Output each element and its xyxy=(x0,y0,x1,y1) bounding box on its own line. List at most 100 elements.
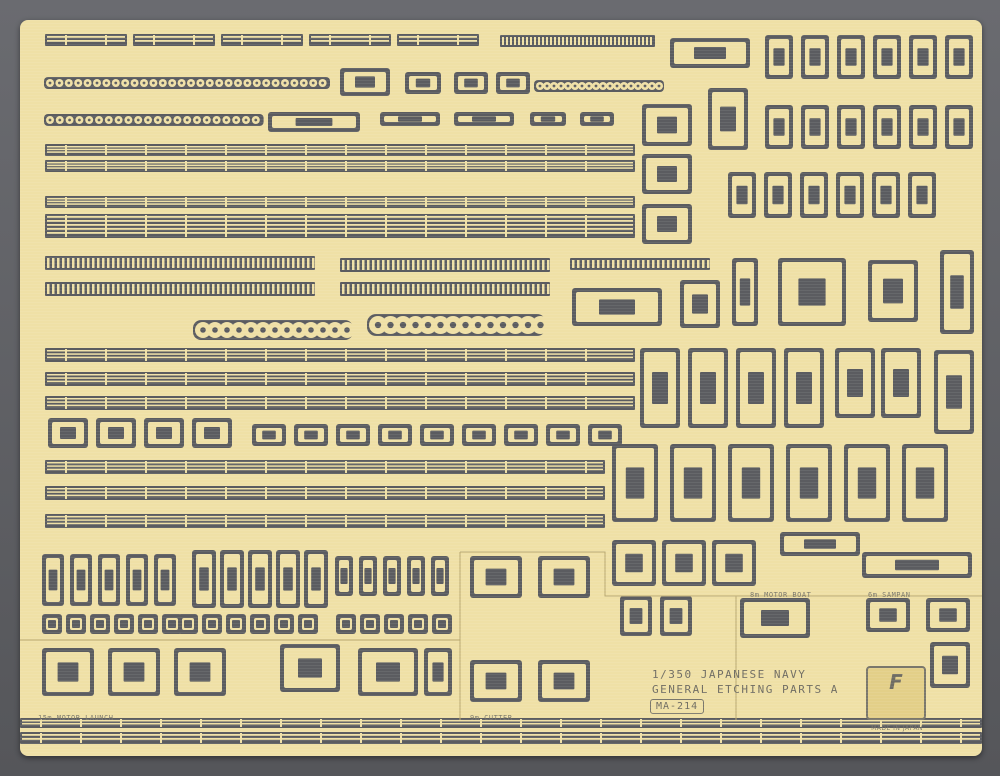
tri-part xyxy=(680,280,720,328)
small-block xyxy=(192,418,232,448)
bracket-part xyxy=(844,444,890,522)
lower-tab xyxy=(336,614,356,634)
brand-logo: F MADE IN JAPAN xyxy=(866,666,926,732)
rail-bottom-2 xyxy=(20,732,982,744)
hook-part xyxy=(765,105,793,149)
hook-part xyxy=(837,105,865,149)
bracket-part xyxy=(902,444,948,522)
sheet-code: MA-214 xyxy=(650,699,705,714)
cradle-part xyxy=(640,348,680,428)
rail-long-1 xyxy=(45,144,635,156)
boat-frame xyxy=(174,648,226,696)
oval-part xyxy=(42,554,64,606)
hook-part xyxy=(872,172,900,218)
wheel-chain xyxy=(193,320,355,340)
lower-tab xyxy=(66,614,86,634)
small-block xyxy=(588,424,622,446)
small-block xyxy=(144,418,184,448)
lower-tab xyxy=(90,614,110,634)
reel-2 xyxy=(405,72,441,94)
lower-tab xyxy=(274,614,294,634)
block-b xyxy=(778,258,846,326)
rail-long-2 xyxy=(45,160,635,172)
hook-part xyxy=(728,172,756,218)
lower-tab xyxy=(250,614,270,634)
small-set xyxy=(268,112,360,132)
lower-tab xyxy=(360,614,380,634)
rail-short xyxy=(133,34,215,46)
bracket-part xyxy=(786,444,832,522)
ladder-4 xyxy=(340,282,550,296)
rail-mid-1 xyxy=(45,348,635,362)
hook-part xyxy=(801,35,829,79)
oval-part xyxy=(192,550,216,608)
cradle-part xyxy=(736,348,776,428)
label-motor-launch: 15m MOTOR LAUNCH xyxy=(38,714,114,722)
rail-short xyxy=(309,34,391,46)
section-dividers xyxy=(20,551,982,720)
tiny-parts xyxy=(740,598,810,638)
rail-mid-3 xyxy=(45,396,635,410)
spindle-2 xyxy=(862,552,972,578)
spindle-1 xyxy=(780,532,860,556)
tiny-parts xyxy=(424,648,452,696)
small-block xyxy=(336,424,370,446)
oval-part xyxy=(220,550,244,608)
oval-part xyxy=(126,554,148,606)
oval-part xyxy=(304,550,328,608)
rail-mid-4 xyxy=(45,460,605,474)
wheel-chain-2 xyxy=(367,314,550,336)
brand-mark: F xyxy=(889,670,903,694)
boat-frame xyxy=(470,660,522,702)
small-tab xyxy=(431,556,449,596)
rail-long-4 xyxy=(45,214,635,238)
lower-tab xyxy=(226,614,246,634)
cradle-part xyxy=(784,348,824,428)
cradle-part xyxy=(688,348,728,428)
oval-part xyxy=(70,554,92,606)
oval-part xyxy=(276,550,300,608)
rail-short xyxy=(45,34,127,46)
lower-tab xyxy=(114,614,134,634)
small-tab xyxy=(407,556,425,596)
small-set xyxy=(530,112,566,126)
sheet-title-line1: 1/350 JAPANESE NAVY xyxy=(652,668,807,681)
hook-part xyxy=(945,105,973,149)
ladder-1 xyxy=(45,256,315,270)
hook-part xyxy=(764,172,792,218)
panel-1 xyxy=(642,104,692,146)
rail-bottom-1 xyxy=(20,718,982,728)
label-motor-boat: 8m MOTOR BOAT xyxy=(750,591,812,599)
etched-parts-layer xyxy=(20,34,982,744)
panel-3 xyxy=(642,204,692,244)
cradle-part xyxy=(881,348,921,418)
rail-long-3 xyxy=(45,196,635,208)
boat-frame xyxy=(538,556,590,598)
comb-strip xyxy=(500,35,655,47)
lower-tab xyxy=(138,614,158,634)
lower-tab xyxy=(162,614,182,634)
label-cutter: 9m CUTTER xyxy=(470,714,513,722)
hook-part xyxy=(909,105,937,149)
hook-part xyxy=(837,35,865,79)
ladder-2 xyxy=(45,282,315,296)
hook-part xyxy=(873,35,901,79)
lower-tab xyxy=(432,614,452,634)
small-block xyxy=(504,424,538,446)
hook-part xyxy=(873,105,901,149)
lower-tab xyxy=(298,614,318,634)
cradle-part xyxy=(835,348,875,418)
lower-tab xyxy=(178,614,198,634)
small-set xyxy=(580,112,614,126)
bracket-part xyxy=(612,444,658,522)
tiny-parts xyxy=(930,642,970,688)
boat-frame xyxy=(660,596,692,636)
hook-part xyxy=(801,105,829,149)
block-a xyxy=(572,288,662,326)
small-tab xyxy=(335,556,353,596)
lower-tab xyxy=(408,614,428,634)
hook-part xyxy=(945,35,973,79)
rail-short xyxy=(221,34,303,46)
panel-2 xyxy=(642,154,692,194)
